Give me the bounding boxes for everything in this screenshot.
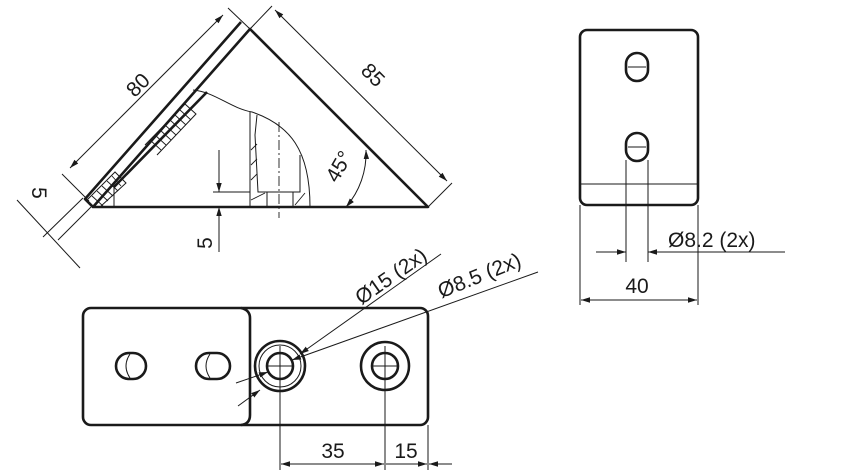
dim-base-thickness-label: 5 (194, 237, 217, 249)
slot-right (194, 351, 232, 381)
dim-width: 40 (579, 205, 699, 305)
dim-angle-label: 45° (321, 147, 357, 186)
wall-edge (84, 198, 94, 208)
dim-bottom-hole-label: Ø8.5 (2x) (435, 249, 525, 303)
front-view: 80 85 45° 5 5 (16, 5, 453, 269)
dim-edge-label: 15 (394, 440, 417, 463)
dim-spacing-label: 35 (321, 440, 344, 463)
break-line (192, 89, 311, 208)
bottom-outline (81, 306, 430, 427)
dim-wall-thickness-label: 5 (27, 187, 50, 199)
dim-angle: 45° (321, 147, 370, 208)
dim-wall-thickness: 5 (16, 187, 92, 269)
counterbore-hole-2 (359, 340, 411, 470)
dim-side-hole: Ø8.2 (2x) (596, 160, 785, 262)
dim-85-label: 85 (356, 59, 389, 92)
dim-85: 85 (249, 5, 453, 208)
dim-80-label: 80 (122, 69, 155, 102)
dim-base-thickness: 5 (194, 150, 250, 252)
counterbore-section (249, 112, 306, 218)
dim-side-hole-label: Ø8.2 (2x) (668, 229, 756, 252)
bend-line (240, 306, 252, 427)
leader-lines (235, 253, 539, 407)
dim-width-label: 40 (625, 275, 648, 298)
dim-spacing-edge: 35 15 (281, 425, 452, 470)
side-outline (578, 28, 700, 207)
dim-80: 80 (61, 7, 251, 202)
section-hatching (87, 103, 197, 208)
slot-top (624, 51, 650, 83)
slot-left (114, 351, 148, 381)
side-view: Ø8.2 (2x) 40 (578, 28, 785, 305)
counterbore-hole-1 (253, 339, 307, 470)
bottom-view: Ø15 (2x) Ø8.5 (2x) 35 15 (81, 244, 539, 470)
slot-bottom (624, 131, 650, 163)
bracket-outline (83, 21, 430, 209)
dim-counterbore-label: Ø15 (2x) (351, 244, 431, 310)
